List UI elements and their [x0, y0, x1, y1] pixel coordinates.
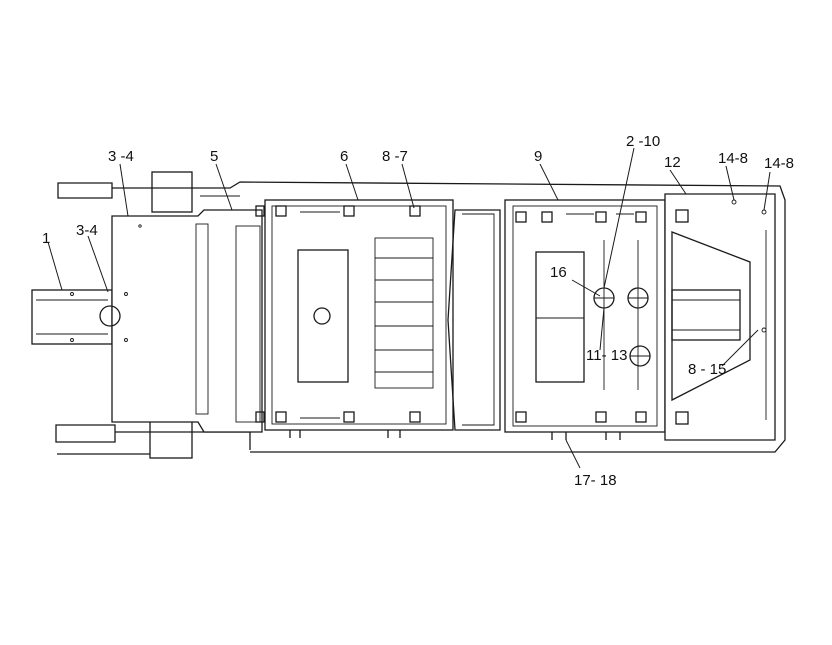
label-3-4-top: 3 -4	[108, 148, 134, 165]
label-17-18: 17- 18	[574, 472, 617, 489]
label-8-15: 8 - 15	[688, 361, 726, 378]
label-1: 1	[42, 230, 50, 247]
center-coupling	[447, 209, 501, 431]
part-3-4-plate	[99, 209, 263, 433]
label-5: 5	[210, 148, 218, 165]
label-12: 12	[664, 154, 681, 171]
part-12-end-bracket	[664, 193, 776, 441]
part-6-crossmember	[255, 199, 454, 438]
label-11-13: 11- 13	[586, 347, 627, 364]
label-2-10: 2 -10	[626, 133, 660, 150]
part-1-plate	[31, 289, 113, 345]
leader-lines	[47, 147, 771, 469]
part-9-crossmember	[504, 199, 666, 440]
label-9: 9	[534, 148, 542, 165]
part-16-nuts	[593, 240, 651, 390]
label-6: 6	[340, 148, 348, 165]
label-3-4-left: 3-4	[76, 222, 98, 239]
label-8-7: 8 -7	[382, 148, 408, 165]
label-14-8-b: 14-8	[764, 155, 794, 172]
callout-labels: 3 -4 5 6 8 -7 9 2 -10 12 14-8 14-8 1 3-4…	[42, 133, 794, 489]
label-16: 16	[550, 264, 567, 281]
frame-rails	[55, 171, 786, 459]
label-14-8-a: 14-8	[718, 150, 748, 167]
